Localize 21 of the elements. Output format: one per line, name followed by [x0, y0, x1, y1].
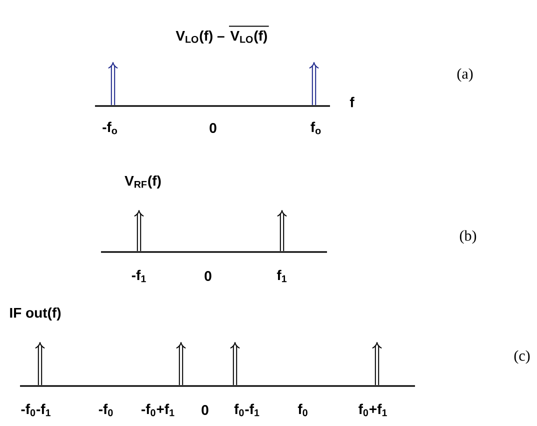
spectrum-title: V$_{LO}$(f) [230, 30, 267, 44]
panel-label: (b) [460, 230, 476, 244]
tick-label: 0 [210, 123, 216, 133]
spectrum-title: V$_{RF}$(f) [124, 175, 161, 189]
panel-label: (c) [514, 350, 530, 364]
panel-label: (a) [457, 68, 473, 82]
tick-label: f$_{o}$ [310, 122, 321, 134]
tick-label: -f$_{0}$-f$_{1}$ [21, 404, 50, 416]
tick-label: -f$_{o}$ [102, 122, 118, 134]
tick-label: f$_{1}$ [276, 270, 287, 282]
tick-label: f$_{0}$ [298, 404, 308, 416]
tick-label: f$_{0}$+f$_{1}$ [358, 404, 387, 416]
tick-label: -f$_{0}$+f$_{1}$ [142, 404, 174, 416]
tick-label: 0 [204, 271, 212, 281]
spectrum-title: IF out(f) [10, 307, 61, 321]
tick-label: -f$_{0}$ [98, 404, 113, 416]
tick-label: f$_{0}$-f$_{1}$ [234, 404, 260, 416]
spectrum-title: V$_{LO}$(f) – [176, 30, 224, 44]
tick-label: 0 [202, 405, 208, 415]
axis-label: f [350, 96, 354, 108]
tick-label: -f$_{1}$ [132, 270, 146, 282]
